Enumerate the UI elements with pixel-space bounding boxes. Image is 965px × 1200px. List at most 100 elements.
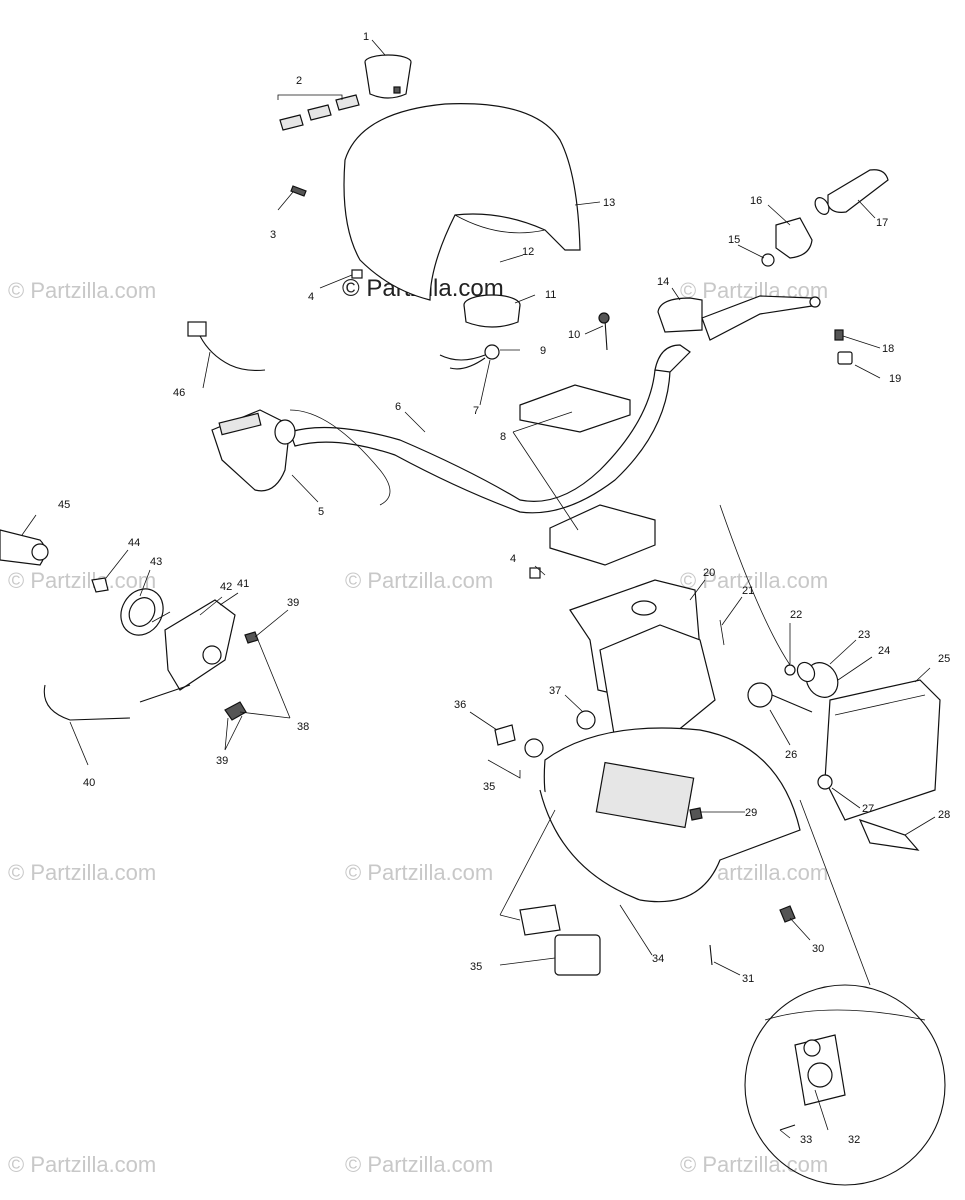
part-21-screw xyxy=(719,619,725,646)
callout-38: 38 xyxy=(297,721,309,733)
part-31-screw xyxy=(709,944,713,966)
callout-3: 3 xyxy=(270,229,276,241)
callout-22: 22 xyxy=(790,609,802,621)
callout-35-lower: 35 xyxy=(470,961,482,973)
callout-20: 20 xyxy=(703,567,715,579)
watermark: © Partzilla.com xyxy=(8,1152,156,1177)
callout-27: 27 xyxy=(862,803,874,815)
callout-30: 30 xyxy=(812,943,824,955)
part-44-fitting xyxy=(91,577,109,593)
part-18-screw xyxy=(834,329,844,341)
callout-17: 17 xyxy=(876,217,888,229)
callout-37: 37 xyxy=(549,685,561,697)
part-40-cable xyxy=(43,684,131,721)
callout-39-upper: 39 xyxy=(287,597,299,609)
detail-inset xyxy=(744,799,946,1186)
callout-43: 43 xyxy=(150,556,162,568)
bracket-group xyxy=(494,567,801,976)
part-33-screw xyxy=(779,1124,796,1131)
callout-21: 21 xyxy=(742,585,754,597)
callout-7: 7 xyxy=(473,405,479,417)
callout-9: 9 xyxy=(540,345,546,357)
callout-29: 29 xyxy=(745,807,757,819)
watermark: © Partzilla.com xyxy=(345,1152,493,1177)
callout-31: 31 xyxy=(742,973,754,985)
handlebar-group xyxy=(187,169,889,566)
watermark: © Partzilla.com xyxy=(8,278,156,303)
callout-28: 28 xyxy=(938,809,950,821)
part-14-master-cylinder xyxy=(657,297,703,333)
callout-26: 26 xyxy=(785,749,797,761)
part-8-lower-clamp xyxy=(549,504,656,566)
callout-14: 14 xyxy=(657,276,669,288)
part-37-grommet xyxy=(576,710,596,730)
callout-18: 18 xyxy=(882,343,894,355)
part-15-switch xyxy=(761,253,775,267)
watermark: © Partzilla.com xyxy=(680,1152,828,1177)
part-41-housing xyxy=(164,599,236,691)
part-4-clip-lower xyxy=(529,567,541,579)
part-30-nut xyxy=(779,905,796,923)
watermark: © Partzilla.com xyxy=(8,568,156,593)
watermark: © Partzilla.com xyxy=(345,568,493,593)
callout-4: 4 xyxy=(308,291,314,303)
part-38-screw xyxy=(139,684,191,703)
speedometer-group xyxy=(0,529,259,721)
callout-35-upper: 35 xyxy=(483,781,495,793)
callout-1: 1 xyxy=(363,31,369,43)
part-39-screw-bottom xyxy=(224,701,247,721)
part-46-connector xyxy=(187,321,207,337)
part-28-plug xyxy=(858,819,920,851)
callout-45: 45 xyxy=(58,499,70,511)
part-35-switch xyxy=(519,904,561,936)
callout-46: 46 xyxy=(173,387,185,399)
callout-36: 36 xyxy=(454,699,466,711)
callout-23: 23 xyxy=(858,629,870,641)
part-9-bulb xyxy=(484,344,500,360)
part-4-clip xyxy=(351,269,363,279)
callout-41: 41 xyxy=(237,578,249,590)
callout-19: 19 xyxy=(889,373,901,385)
part-42-pin xyxy=(151,611,171,623)
part-17-grip xyxy=(827,169,889,213)
watermarks: © Partzilla.com © Partzilla.com © Partzi… xyxy=(8,275,828,1177)
callout-4-lower: 4 xyxy=(510,553,516,565)
part-26-adjuster xyxy=(747,682,773,708)
part-19-nut xyxy=(837,351,853,365)
callout-16: 16 xyxy=(750,195,762,207)
callout-34: 34 xyxy=(652,953,664,965)
callout-11: 11 xyxy=(545,289,556,301)
watermark: © Partzilla.com xyxy=(8,860,156,885)
headlight-group xyxy=(719,504,941,851)
callout-25: 25 xyxy=(938,653,950,665)
callout-12: 12 xyxy=(522,246,534,258)
callout-44: 44 xyxy=(128,537,140,549)
part-1-cap-body xyxy=(364,61,412,99)
part-29-grommet xyxy=(689,807,703,821)
part-10-bolt xyxy=(604,319,608,351)
part-27-o-ring xyxy=(817,774,833,790)
part-13-headlight-pod xyxy=(343,103,581,301)
part-23-bulb xyxy=(796,661,816,683)
headlight-pod-group xyxy=(279,54,581,370)
part-6-handlebar xyxy=(289,369,671,514)
callout-13: 13 xyxy=(603,197,615,209)
callout-24: 24 xyxy=(878,645,890,657)
part-39-screw-top xyxy=(244,631,259,644)
callout-labels: 1 2 3 4 4 5 6 7 8 9 10 11 12 13 14 15 16… xyxy=(58,31,950,1146)
part-25-headlight xyxy=(824,679,941,821)
callout-32: 32 xyxy=(848,1134,860,1146)
part-22-connector xyxy=(784,664,796,676)
callout-42: 42 xyxy=(220,581,232,593)
watermark: © Partzilla.com xyxy=(345,860,493,885)
part-8-upper-clamp xyxy=(519,384,631,433)
part-36-switch xyxy=(494,724,516,746)
callout-33: 33 xyxy=(800,1134,812,1146)
callout-40: 40 xyxy=(83,777,95,789)
part-3-screw xyxy=(290,185,307,197)
callout-5: 5 xyxy=(318,506,324,518)
callout-39-lower: 39 xyxy=(216,755,228,767)
callout-15: 15 xyxy=(728,234,740,246)
